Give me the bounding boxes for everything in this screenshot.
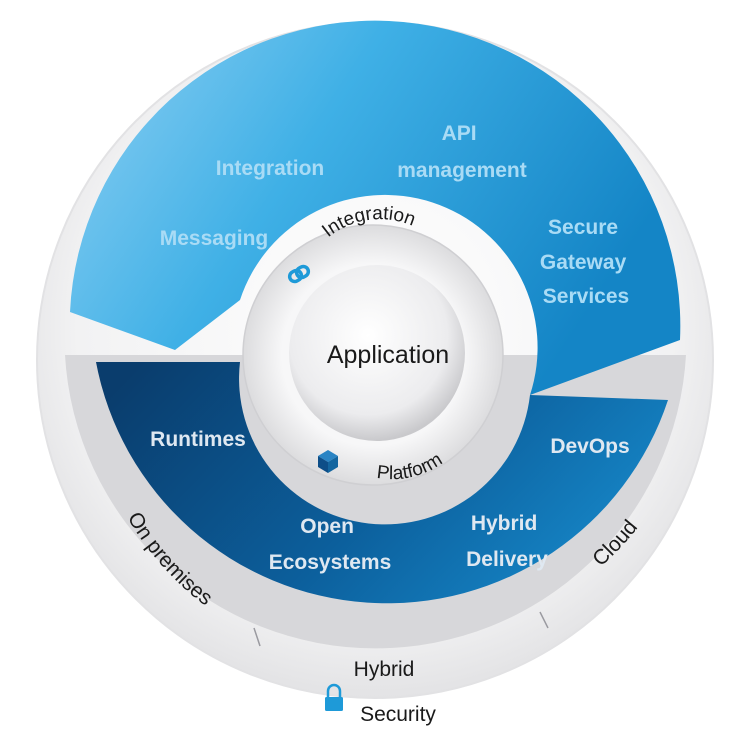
secure-gateway-line-3: Services bbox=[543, 285, 629, 308]
messaging-label: Messaging bbox=[160, 227, 269, 250]
hybrid-delivery-line-1: Hybrid bbox=[471, 512, 538, 535]
secure-gateway-line-1: Secure bbox=[548, 216, 618, 239]
runtimes-label: Runtimes bbox=[150, 428, 246, 451]
cube-icon bbox=[318, 450, 338, 473]
svg-text:API management: API management bbox=[397, 122, 527, 182]
band-divider-left bbox=[253, 627, 261, 647]
svg-text:Integration: Integration bbox=[216, 157, 325, 180]
svg-text:Hybrid Delivery: Hybrid Delivery bbox=[466, 512, 548, 571]
center-label: Application bbox=[327, 341, 449, 369]
integration-item-label: Integration bbox=[216, 157, 325, 180]
band-label-hybrid: Hybrid bbox=[354, 658, 415, 681]
svg-text:Secure Gateway Service: Secure Gateway Services bbox=[540, 216, 632, 308]
integration-segment bbox=[70, 20, 681, 396]
svg-text:Open Ecosystems: Open Ecosystems bbox=[269, 515, 392, 574]
open-ecosystems-line-1: Open bbox=[300, 515, 354, 538]
link-icon bbox=[287, 264, 311, 284]
svg-text:Runtimes: Runtimes bbox=[150, 428, 246, 451]
svg-text:Messaging: Messaging bbox=[160, 227, 269, 250]
svg-text:DevOps: DevOps bbox=[550, 435, 629, 458]
lock-icon bbox=[325, 683, 343, 711]
api-management-line-2: management bbox=[397, 159, 527, 182]
platform-segment bbox=[96, 362, 668, 604]
band-divider-right bbox=[539, 611, 549, 629]
open-ecosystems-line-2: Ecosystems bbox=[269, 551, 392, 574]
devops-label: DevOps bbox=[550, 435, 629, 458]
security-label: Security bbox=[360, 703, 436, 726]
application-core bbox=[289, 265, 465, 441]
api-management-line-1: API bbox=[442, 122, 477, 145]
hybrid-delivery-line-2: Delivery bbox=[466, 548, 548, 571]
secure-gateway-line-2: Gateway bbox=[540, 251, 627, 274]
